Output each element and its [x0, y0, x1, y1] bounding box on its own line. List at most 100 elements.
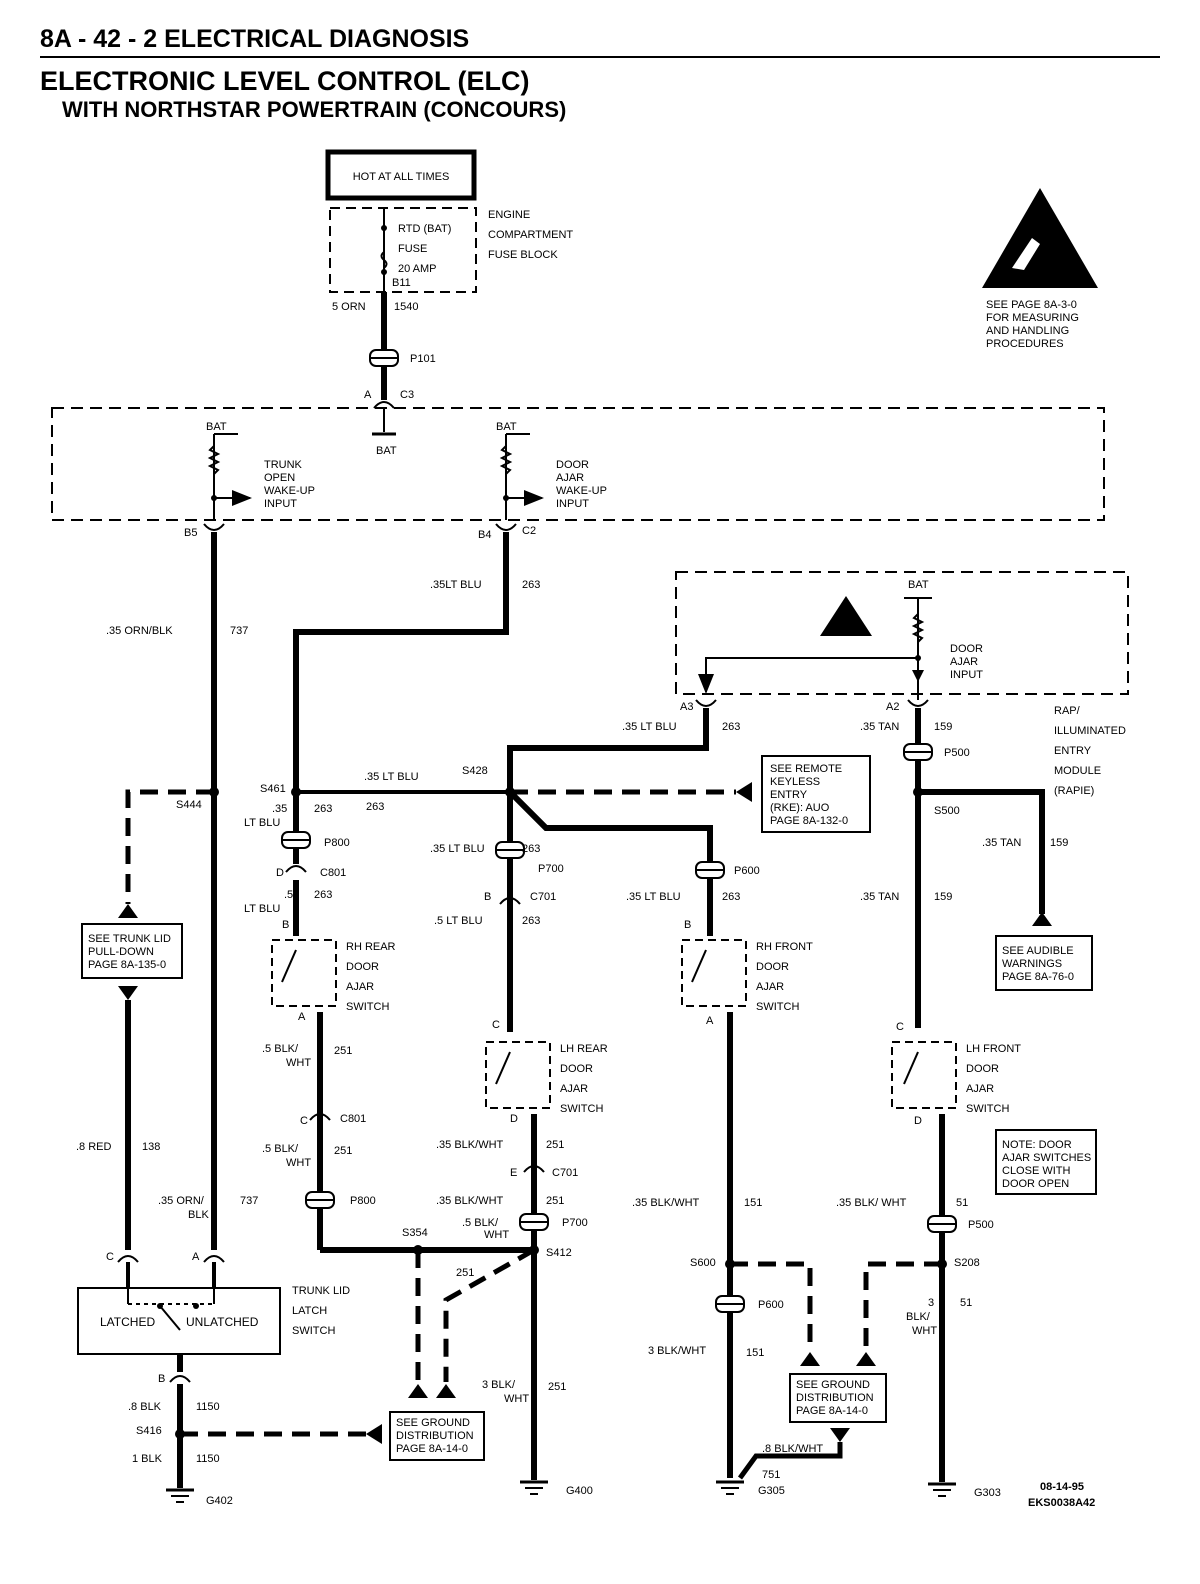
rapie-esd-icon	[820, 596, 872, 636]
trunk-input-1: TRUNK	[264, 459, 303, 471]
c-rf-blk: 151	[744, 1197, 762, 1209]
pin-b-t: B	[158, 1373, 165, 1385]
connector-a2	[907, 699, 929, 707]
trunk-lid-2: LATCH	[292, 1305, 327, 1317]
latched-label: LATCHED	[100, 1315, 155, 1329]
connector-c3	[373, 401, 395, 409]
rh-front-1: RH FRONT	[756, 941, 813, 953]
trunk-lid-1: TRUNK LID	[292, 1285, 350, 1297]
audible-note-3: PAGE 8A-76-0	[1002, 971, 1074, 983]
hot-at-all-times-box	[325, 149, 477, 201]
page-subtitle: WITH NORTHSTAR POWERTRAIN (CONCOURS)	[62, 97, 567, 122]
rapie-name-4: MODULE	[1054, 765, 1101, 777]
g303-label: G303	[974, 1487, 1001, 1499]
rke-arrow-icon	[736, 782, 752, 802]
section-header: 8A - 42 - 2 ELECTRICAL DIAGNOSIS	[40, 24, 1160, 58]
c-lr-mid: 263	[522, 915, 540, 927]
rh-rear-3: AJAR	[346, 981, 374, 993]
resistor-left	[207, 445, 221, 475]
s354-label: S354	[402, 1227, 428, 1239]
wire-to-audible	[918, 789, 1045, 914]
gnd-left-1: SEE GROUND	[396, 1417, 470, 1429]
fuse-block-line-3: FUSE BLOCK	[488, 249, 558, 261]
c701-b-label: C701	[552, 1167, 578, 1179]
w-rr-1: .5	[284, 889, 293, 901]
w-aud-circuit: 159	[1050, 837, 1068, 849]
w263-circuit: 263	[522, 579, 540, 591]
w-g303-1: 3	[928, 1297, 934, 1309]
c-rr-blk: 251	[334, 1045, 352, 1057]
rke-note-1: SEE REMOTE	[770, 763, 842, 775]
lh-rear-4: SWITCH	[560, 1103, 603, 1115]
p800-a-label: P800	[324, 837, 350, 849]
c-lr-blk2: 251	[546, 1195, 564, 1207]
s208-label: S208	[954, 1257, 980, 1269]
ground-note-box-left	[389, 1411, 485, 1461]
g402-label: G402	[206, 1495, 233, 1507]
w737b-1: .35 ORN/	[158, 1195, 205, 1207]
fuse-line-2: FUSE	[398, 243, 427, 255]
rke-note-3: ENTRY	[770, 789, 808, 801]
door-input-4: INPUT	[556, 498, 589, 510]
c-s354: 251	[456, 1267, 474, 1279]
wire-751	[737, 1442, 843, 1480]
pin-b-rr: B	[282, 919, 289, 931]
esd-note-4: PROCEDURES	[986, 338, 1064, 350]
connector-c801-b	[309, 1113, 331, 1121]
pin-a-rr: A	[298, 1011, 306, 1023]
connector-trunk-c	[117, 1255, 139, 1263]
pin-b-rf: B	[684, 919, 691, 931]
page-title: ELECTRONIC LEVEL CONTROL (ELC)	[40, 66, 530, 96]
elc-bat-left: BAT	[206, 421, 227, 433]
rh-rear-switch-icon	[281, 949, 297, 983]
lh-rear-3: AJAR	[560, 1083, 588, 1095]
fuse-pin: B11	[392, 277, 411, 289]
rh-rear-1: RH REAR	[346, 941, 396, 953]
lh-front-1: LH FRONT	[966, 1043, 1021, 1055]
w-g400-1: 3 BLK/	[482, 1379, 516, 1391]
gnd-mid-3: PAGE 8A-14-0	[796, 1405, 868, 1417]
trunk-lid-3: SWITCH	[292, 1325, 335, 1337]
rke-note-5: PAGE 8A-132-0	[770, 815, 848, 827]
bat-ground-label: BAT	[376, 445, 397, 457]
s461-label: S461	[260, 783, 286, 795]
s416-label: S416	[136, 1425, 162, 1437]
p101-label: P101	[410, 353, 436, 365]
w-lf-top-circuit: 159	[934, 891, 952, 903]
w-s461-1: .35	[272, 803, 287, 815]
door-note-4: DOOR OPEN	[1002, 1178, 1069, 1190]
w-lr-blk3-1: .5 BLK/	[462, 1217, 499, 1229]
pin-e: E	[510, 1167, 517, 1179]
w-g400-2: WHT	[504, 1393, 529, 1405]
w-g303-3: WHT	[912, 1325, 937, 1337]
unlatched-label: UNLATCHED	[186, 1315, 259, 1329]
rapie-input-1: DOOR	[950, 643, 983, 655]
pin-c-rr: C	[300, 1115, 308, 1127]
rh-front-switch-box	[681, 939, 747, 1007]
esd-note-2: FOR MEASURING	[986, 312, 1079, 324]
circuit-1540: 1540	[394, 301, 418, 313]
trunk-input-3: WAKE-UP	[264, 485, 315, 497]
fuse-icon	[380, 251, 388, 269]
c701-a-label: C701	[530, 891, 556, 903]
audible-note-1: SEE AUDIBLE	[1002, 945, 1074, 957]
pin-c-lf: C	[896, 1021, 904, 1033]
rke-note-4: (RKE): AUO	[770, 802, 830, 814]
wire-263-top	[293, 532, 509, 792]
pin-a2: A2	[886, 701, 899, 713]
w-a3-color: .35 LT BLU	[622, 721, 677, 733]
elc-bat-right: BAT	[496, 421, 517, 433]
pulldown-arrow-down-icon	[118, 986, 138, 1000]
fuse-block-line-1: ENGINE	[488, 209, 530, 221]
lh-rear-1: LH REAR	[560, 1043, 608, 1055]
audible-note-2: WARNINGS	[1002, 958, 1062, 970]
door-note-1: NOTE: DOOR	[1002, 1139, 1072, 1151]
s428-label: S428	[462, 765, 488, 777]
p600-a-label: P600	[734, 865, 760, 877]
w-g305: .8 BLK/WHT	[762, 1443, 823, 1455]
trunk-switch-icon	[159, 1305, 181, 1331]
rh-front-switch-icon	[691, 949, 707, 983]
splice-s444	[209, 787, 219, 797]
fuse-node	[381, 225, 387, 231]
